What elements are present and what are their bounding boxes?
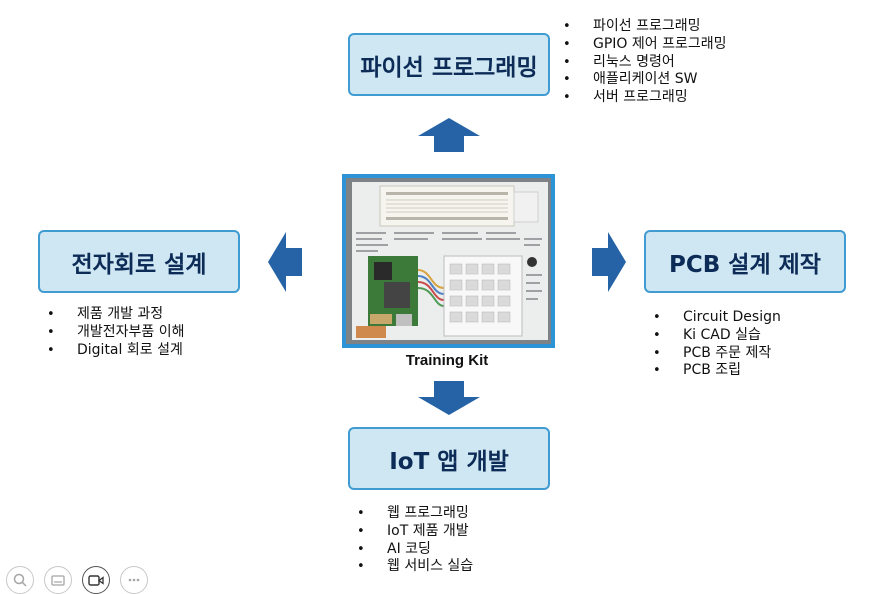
list-item: 애플리케이션 SW (563, 71, 727, 89)
arrow-right-icon (592, 232, 626, 292)
iot-app-box: IoT 앱 개발 (348, 427, 550, 490)
list-item: GPIO 제어 프로그래밍 (563, 36, 727, 54)
pcb-design-list: Circuit Design Ki CAD 실습 PCB 주문 제작 PCB 조… (653, 309, 781, 380)
list-item: 파이선 프로그래밍 (563, 18, 727, 36)
iot-app-title: IoT 앱 개발 (389, 448, 509, 475)
list-item: PCB 조립 (653, 362, 781, 380)
python-programming-list: 파이선 프로그래밍 GPIO 제어 프로그래밍 리눅스 명령어 애플리케이션 S… (563, 18, 727, 107)
pcb-design-title: PCB 설계 제작 (669, 251, 821, 278)
arrow-left-icon (268, 232, 302, 292)
subtitles-icon[interactable] (44, 566, 72, 594)
list-item: Digital 회로 설계 (47, 342, 185, 360)
list-item: 서버 프로그래밍 (563, 89, 727, 107)
list-item: 제품 개발 과정 (47, 306, 185, 324)
list-item: PCB 주문 제작 (653, 345, 781, 363)
training-kit-board-image (346, 178, 551, 344)
list-item: 웹 프로그래밍 (357, 505, 473, 523)
list-item: Circuit Design (653, 309, 781, 327)
zoom-icon[interactable] (6, 566, 34, 594)
more-icon[interactable] (120, 566, 148, 594)
list-item: 리눅스 명령어 (563, 54, 727, 72)
training-kit-photo (342, 174, 555, 348)
video-camera-icon[interactable] (82, 566, 110, 594)
training-kit-caption: Training Kit (405, 352, 489, 369)
python-programming-title: 파이선 프로그래밍 (360, 54, 538, 81)
list-item: IoT 제품 개발 (357, 523, 473, 541)
electronic-circuit-title: 전자회로 설계 (71, 251, 207, 278)
list-item: Ki CAD 실습 (653, 327, 781, 345)
arrow-down-icon (418, 381, 480, 415)
list-item: 웹 서비스 실습 (357, 558, 473, 576)
list-item: 개발전자부품 이해 (47, 324, 185, 342)
electronic-circuit-list: 제품 개발 과정 개발전자부품 이해 Digital 회로 설계 (47, 306, 185, 359)
arrow-up-icon (418, 118, 480, 152)
iot-app-list: 웹 프로그래밍 IoT 제품 개발 AI 코딩 웹 서비스 실습 (357, 505, 473, 576)
pcb-design-box: PCB 설계 제작 (644, 230, 846, 293)
python-programming-box: 파이선 프로그래밍 (348, 33, 550, 96)
list-item: AI 코딩 (357, 541, 473, 559)
electronic-circuit-box: 전자회로 설계 (38, 230, 240, 293)
